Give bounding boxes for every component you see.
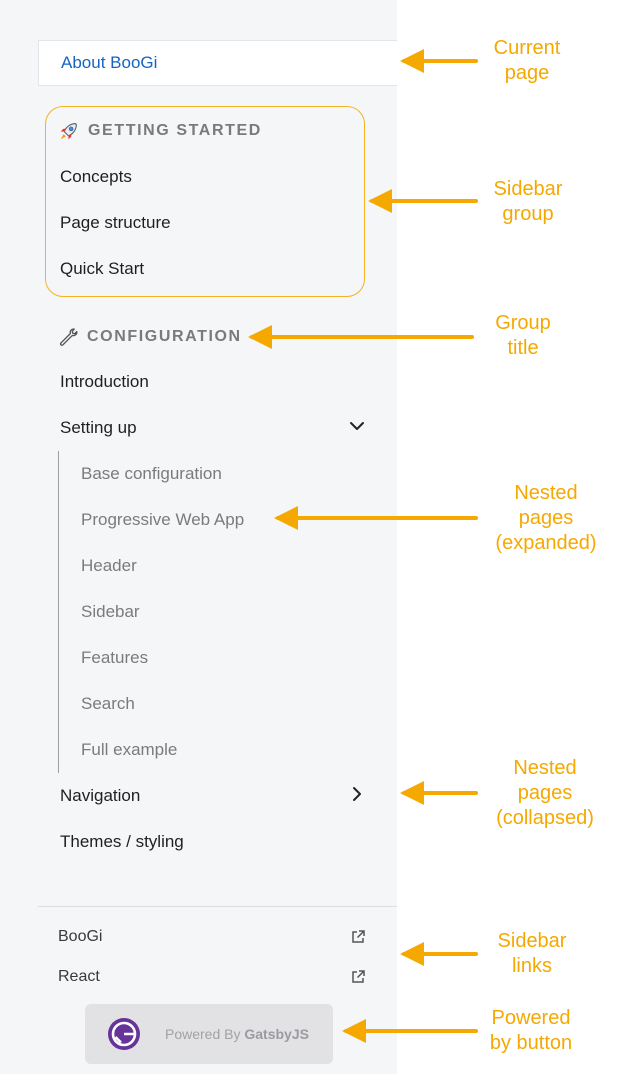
nested-indent-line	[58, 451, 59, 773]
sidebar	[0, 0, 397, 1074]
sidebar-item-introduction[interactable]: Introduction	[60, 372, 149, 391]
sidebar-link-label: BooGi	[58, 928, 103, 945]
sidebar-subitem-full-example[interactable]: Full example	[81, 740, 178, 759]
wrench-icon	[59, 328, 78, 346]
sidebar-item-navigation[interactable]: Navigation	[60, 786, 141, 805]
sidebar-item-setting-up[interactable]: Setting up	[60, 418, 137, 437]
external-link-icon	[352, 930, 365, 943]
sidebar-item-about-boogi[interactable]: About BooGi	[38, 40, 397, 86]
chevron-right-icon[interactable]	[347, 784, 367, 804]
sidebar-link-label: React	[58, 968, 100, 985]
group-title-configuration: CONFIGURATION	[58, 326, 242, 348]
rocket-icon	[60, 122, 77, 139]
annotation-sidebar-links: Sidebar links	[497, 930, 567, 977]
annotation-group-title: Group title	[495, 312, 551, 359]
group-title-label: CONFIGURATION	[87, 328, 242, 345]
chevron-down-icon[interactable]	[347, 416, 367, 436]
sidebar-link-react[interactable]: React	[58, 966, 366, 988]
powered-by-label: Powered By GatsbyJS	[165, 1026, 309, 1042]
sidebar-group-outline	[45, 106, 365, 297]
sidebar-item-quick-start[interactable]: Quick Start	[60, 259, 145, 278]
external-link-icon	[352, 970, 365, 983]
sidebar-subitem-search[interactable]: Search	[81, 694, 135, 713]
sidebar-item-themes-styling[interactable]: Themes / styling	[60, 832, 184, 851]
group-title-label: GETTING STARTED	[88, 122, 262, 139]
sidebar-subitem-sidebar[interactable]: Sidebar	[81, 602, 140, 621]
annotation-current-page: Current page	[493, 37, 561, 84]
sidebar-divider	[38, 906, 397, 907]
sidebar-item-page-structure[interactable]: Page structure	[60, 213, 171, 232]
sidebar-item-concepts[interactable]: Concepts	[60, 167, 132, 186]
gatsby-logo-icon	[108, 1018, 140, 1050]
annotation-sidebar-group: Sidebar group	[493, 178, 563, 225]
annotation-nested-expanded: Nested pages (expanded)	[495, 482, 597, 554]
sidebar-subitem-progressive-web-app[interactable]: Progressive Web App	[81, 510, 245, 529]
powered-by-button[interactable]: Powered By GatsbyJS	[85, 1004, 333, 1064]
sidebar-link-boogi[interactable]: BooGi	[58, 926, 366, 948]
annotation-nested-collapsed: Nested pages (collapsed)	[496, 757, 594, 829]
sidebar-subitem-header[interactable]: Header	[81, 556, 137, 575]
annotation-powered-by: Powered by button	[489, 1007, 573, 1054]
sidebar-subitem-base-configuration[interactable]: Base configuration	[81, 464, 222, 483]
sidebar-subitem-features[interactable]: Features	[81, 648, 149, 667]
group-title-getting-started: GETTING STARTED	[58, 120, 262, 142]
